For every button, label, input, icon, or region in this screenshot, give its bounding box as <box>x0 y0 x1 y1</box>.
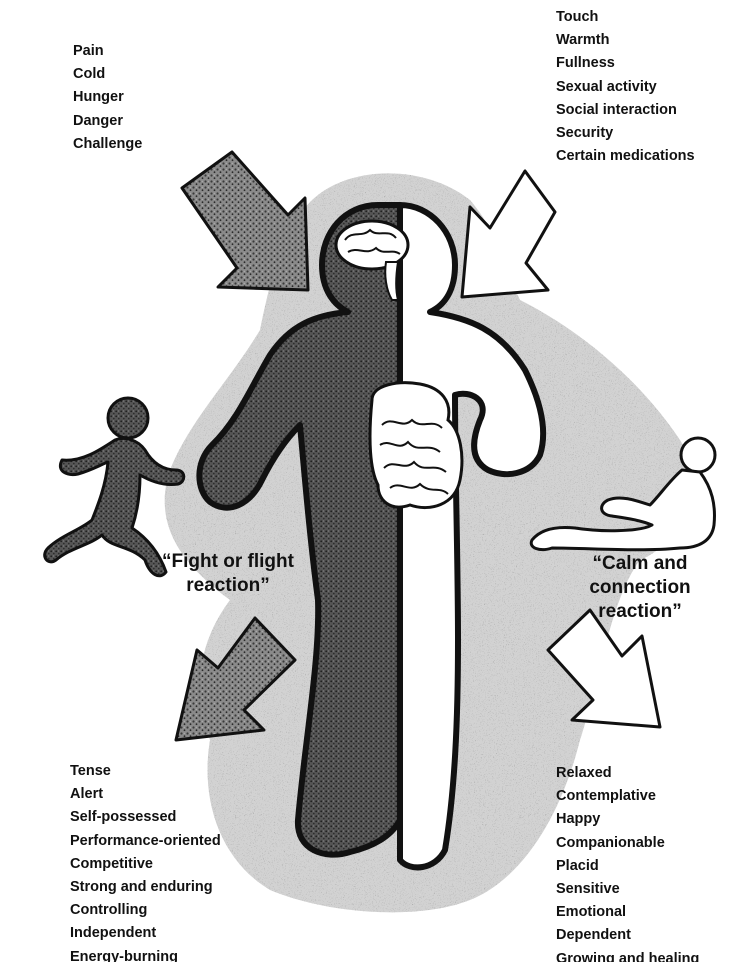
fight-outcome-item: Tense <box>70 760 221 783</box>
comfort-item: Fullness <box>556 52 695 75</box>
fight-outcome-item: Competitive <box>70 853 221 876</box>
fight-outcomes-list: Tense Alert Self-possessed Performance-o… <box>70 760 221 962</box>
calm-label-line: connection <box>560 576 720 600</box>
comforts-list: Touch Warmth Fullness Sexual activity So… <box>556 6 695 168</box>
calm-outcome-item: Dependent <box>556 924 699 947</box>
stressor-item: Hunger <box>73 86 142 109</box>
calm-outcomes-list: Relaxed Contemplative Happy Companionabl… <box>556 762 699 962</box>
calm-outcome-item: Relaxed <box>556 762 699 785</box>
comfort-item: Social interaction <box>556 99 695 122</box>
fight-outcome-item: Alert <box>70 783 221 806</box>
fight-outcome-item: Performance-oriented <box>70 830 221 853</box>
stressor-item: Cold <box>73 63 142 86</box>
fight-or-flight-label-line: reaction” <box>128 574 328 598</box>
calm-outcome-item: Growing and healing <box>556 948 699 962</box>
comfort-item: Sexual activity <box>556 76 695 99</box>
fight-or-flight-label: “Fight or flight reaction” <box>128 550 328 598</box>
stressor-item: Danger <box>73 110 142 133</box>
comfort-item: Warmth <box>556 29 695 52</box>
calm-outcome-item: Happy <box>556 808 699 831</box>
calm-outcome-item: Companionable <box>556 832 699 855</box>
stressor-item: Pain <box>73 40 142 63</box>
fight-outcome-item: Self-possessed <box>70 806 221 829</box>
calm-outcome-item: Sensitive <box>556 878 699 901</box>
fight-outcome-item: Independent <box>70 922 221 945</box>
calm-label-line: reaction” <box>560 600 720 624</box>
arrow-stressors-in <box>182 152 308 290</box>
fight-outcome-item: Energy-burning <box>70 946 221 962</box>
comfort-item: Touch <box>556 6 695 29</box>
fight-or-flight-label-line: “Fight or flight <box>128 550 328 574</box>
calm-outcome-item: Placid <box>556 855 699 878</box>
calm-label-line: “Calm and <box>560 552 720 576</box>
calm-outcome-item: Emotional <box>556 901 699 924</box>
calm-outcome-item: Contemplative <box>556 785 699 808</box>
stressor-item: Challenge <box>73 133 142 156</box>
stressors-list: Pain Cold Hunger Danger Challenge <box>73 40 142 156</box>
fight-outcome-item: Strong and enduring <box>70 876 221 899</box>
comfort-item: Certain medications <box>556 145 695 168</box>
calm-and-connection-label: “Calm and connection reaction” <box>560 552 720 624</box>
digestive-organs <box>370 383 462 508</box>
fight-outcome-item: Controlling <box>70 899 221 922</box>
arrow-comforts-in <box>462 171 555 297</box>
comfort-item: Security <box>556 122 695 145</box>
